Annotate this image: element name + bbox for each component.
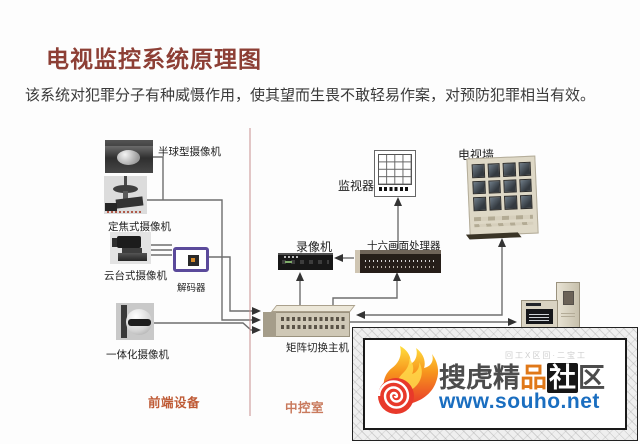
recorder-label: 录像机 xyxy=(296,240,333,254)
description-text: 该系统对犯罪分子有种威慑作用，使其望而生畏不敢轻易作案，对预防犯罪相当有效。 xyxy=(25,87,596,104)
line-dome-feed xyxy=(153,156,164,200)
tv-wall-image xyxy=(465,155,539,240)
control-console-image xyxy=(521,300,558,328)
faint-watermark-text: 回工X区回·二宝工 xyxy=(505,351,587,360)
line-decoder-feed xyxy=(209,256,252,312)
decoder-label: 解码器 xyxy=(177,283,206,294)
monitor-image xyxy=(374,150,416,197)
integrated-camera-image xyxy=(116,303,154,340)
pan-tilt-camera-image xyxy=(110,232,151,264)
watermark-url: www.souho.net xyxy=(439,390,600,413)
line-matrix-processor xyxy=(332,281,398,305)
fixed-camera-image xyxy=(104,176,147,214)
monitor-label: 监视器 xyxy=(338,179,375,193)
processor-image xyxy=(355,250,441,273)
watermark-box: 回工X区回·二宝工 搜虎精品社区 www.souho.net xyxy=(352,327,638,441)
computer-tower-image xyxy=(556,282,580,329)
flame-logo-icon xyxy=(377,346,439,414)
matrix-switcher-image xyxy=(263,305,356,337)
integrated-camera-label: 一体化摄像机 xyxy=(106,349,169,361)
control-room-zone-label: 中控室 xyxy=(285,401,325,415)
line-pantilt-decoder xyxy=(150,244,172,256)
watermark-inner: 回工X区回·二宝工 搜虎精品社区 www.souho.net xyxy=(363,338,627,430)
decoder-image xyxy=(173,247,209,272)
recorder-image xyxy=(278,253,333,270)
page-title: 电视监控系统原理图 xyxy=(46,47,262,72)
dome-camera-label: 半球型摄像机 xyxy=(158,146,221,158)
processor-label: 十六画面处理器 xyxy=(367,240,441,252)
line-fixed-trunk xyxy=(147,199,252,321)
watermark-brand: 搜虎精品社区 xyxy=(439,363,605,393)
dome-camera-image xyxy=(105,140,153,173)
pan-tilt-camera-label: 云台式摄像机 xyxy=(104,270,167,282)
line-computer-matrix-tvwall xyxy=(364,247,503,316)
front-end-zone-label: 前端设备 xyxy=(148,396,201,410)
fixed-camera-label: 定焦式摄像机 xyxy=(108,221,171,233)
matrix-switcher-label: 矩阵切换主机 xyxy=(286,342,349,354)
line-integrated-feed xyxy=(154,322,252,331)
